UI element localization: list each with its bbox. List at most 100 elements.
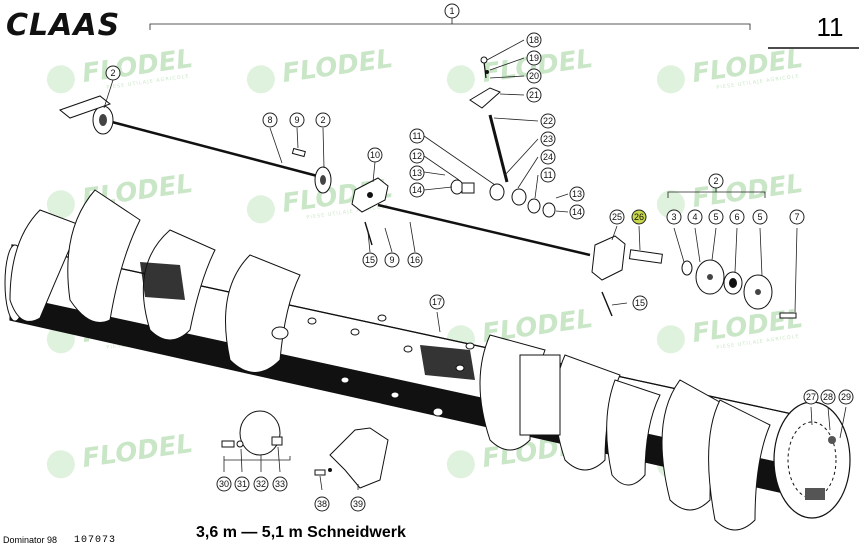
svg-text:5: 5: [713, 212, 718, 222]
callout-13-left[interactable]: 13: [409, 165, 425, 181]
callout-15-left-bolt[interactable]: 15: [362, 252, 378, 268]
callout-5-a[interactable]: 5: [708, 209, 724, 225]
callout-20[interactable]: 20: [526, 68, 542, 84]
svg-text:1: 1: [449, 6, 454, 16]
svg-text:29: 29: [841, 392, 851, 402]
svg-text:5: 5: [757, 212, 762, 222]
callout-14-right[interactable]: 14: [569, 204, 585, 220]
callout-9-pin[interactable]: 9: [289, 112, 305, 128]
leader-lines: [103, 7, 847, 491]
svg-text:9: 9: [389, 255, 394, 265]
svg-text:13: 13: [572, 189, 582, 199]
callout-32[interactable]: 32: [253, 476, 269, 492]
svg-text:31: 31: [237, 479, 247, 489]
svg-text:15: 15: [635, 298, 645, 308]
svg-text:23: 23: [543, 134, 553, 144]
svg-text:2: 2: [110, 68, 115, 78]
callout-28[interactable]: 28: [820, 389, 836, 405]
watermark-text: FLODEL: [690, 169, 805, 214]
stripper-bracket: [314, 427, 389, 489]
callout-10-bracket[interactable]: 10: [367, 147, 383, 163]
callout-13-right[interactable]: 13: [569, 186, 585, 202]
callout-38[interactable]: 38: [314, 496, 330, 512]
svg-text:13: 13: [412, 168, 422, 178]
callout-22-rod[interactable]: 22: [540, 113, 556, 129]
callout-19-spring[interactable]: 19: [526, 50, 542, 66]
svg-text:3: 3: [671, 212, 676, 222]
svg-text:17: 17: [432, 297, 442, 307]
watermark-text: FLODEL: [280, 44, 395, 89]
callout-25-bracket[interactable]: 25: [609, 209, 625, 225]
svg-text:18: 18: [529, 35, 539, 45]
drawing-code: 107073: [74, 535, 116, 546]
svg-text:14: 14: [412, 185, 422, 195]
auger-assembly: [4, 189, 851, 531]
callout-8-shaft[interactable]: 8: [262, 112, 278, 128]
finger-shaft-assembly: [58, 56, 797, 319]
assembly-bracket: [149, 23, 751, 30]
callout-15-right-bolt[interactable]: 15: [632, 295, 648, 311]
callout-3[interactable]: 3: [666, 209, 682, 225]
callout-12[interactable]: 12: [409, 148, 425, 164]
svg-text:11: 11: [543, 170, 552, 180]
svg-text:19: 19: [529, 53, 539, 63]
svg-text:2: 2: [713, 176, 718, 186]
callout-39[interactable]: 39: [350, 496, 366, 512]
svg-text:12: 12: [412, 151, 422, 161]
model-label: Dominator 98: [3, 535, 57, 545]
header: CLAAS 11: [6, 8, 859, 49]
callout-17-auger-tube[interactable]: 17: [429, 294, 445, 310]
page-title: 3,6 m — 5,1 m Schneidwerk: [196, 524, 406, 541]
svg-text:7: 7: [794, 212, 799, 222]
callout-23[interactable]: 23: [540, 131, 556, 147]
callout-33[interactable]: 33: [272, 476, 288, 492]
svg-text:21: 21: [529, 90, 539, 100]
svg-text:15: 15: [365, 255, 375, 265]
svg-text:28: 28: [823, 392, 833, 402]
svg-text:2: 2: [320, 115, 325, 125]
svg-text:6: 6: [734, 212, 739, 222]
svg-text:27: 27: [806, 392, 816, 402]
callout-24[interactable]: 24: [540, 149, 556, 165]
callout-assembly[interactable]: 1: [444, 3, 460, 19]
callout-2-left-flange[interactable]: 2: [105, 65, 121, 81]
callout-2-mid-flange[interactable]: 2: [315, 112, 331, 128]
callout-5-b[interactable]: 5: [752, 209, 768, 225]
svg-text:10: 10: [370, 150, 380, 160]
svg-text:9: 9: [294, 115, 299, 125]
callout-16-crank-shaft[interactable]: 16: [407, 252, 423, 268]
callout-11-bushing[interactable]: 11: [409, 128, 425, 144]
svg-text:26: 26: [634, 212, 644, 222]
svg-text:16: 16: [410, 255, 420, 265]
callout-30[interactable]: 30: [216, 476, 232, 492]
cover-plate-assembly: [221, 410, 291, 461]
footer: Dominator 98 107073 3,6 m — 5,1 m Schnei…: [3, 524, 406, 546]
watermark-text: FLODEL: [80, 429, 195, 474]
svg-text:39: 39: [353, 499, 363, 509]
callout-18-bolt[interactable]: 18: [526, 32, 542, 48]
svg-text:33: 33: [275, 479, 285, 489]
callout-26-tube-highlighted[interactable]: 26: [631, 209, 647, 225]
callouts: 1 2 8 9 2 10 11 12 13 14 15 9 16 18 19 2…: [105, 3, 854, 512]
svg-text:22: 22: [543, 116, 553, 126]
callout-2-right-group[interactable]: 2: [708, 173, 724, 189]
svg-text:25: 25: [612, 212, 622, 222]
svg-text:38: 38: [317, 499, 327, 509]
svg-text:24: 24: [543, 152, 553, 162]
callout-27[interactable]: 27: [803, 389, 819, 405]
callout-9-lower[interactable]: 9: [384, 252, 400, 268]
brand-logo: CLAAS: [6, 8, 120, 43]
callout-29[interactable]: 29: [838, 389, 854, 405]
callout-14-left[interactable]: 14: [409, 182, 425, 198]
svg-text:30: 30: [219, 479, 229, 489]
callout-21-hinge-plate[interactable]: 21: [526, 87, 542, 103]
callout-6-bearing[interactable]: 6: [729, 209, 745, 225]
svg-text:8: 8: [267, 115, 272, 125]
callout-7[interactable]: 7: [789, 209, 805, 225]
callout-31[interactable]: 31: [234, 476, 250, 492]
callout-11-right[interactable]: 11: [540, 167, 556, 183]
svg-text:11: 11: [412, 131, 421, 141]
callout-4[interactable]: 4: [687, 209, 703, 225]
